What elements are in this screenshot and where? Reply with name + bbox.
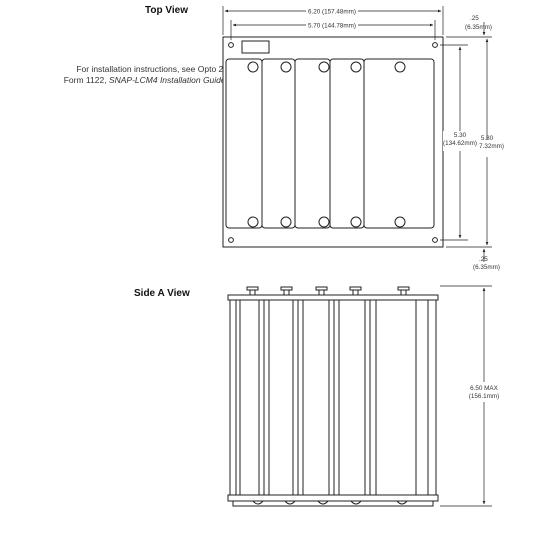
module-screw-icon bbox=[394, 216, 406, 228]
mounting-hole-icon bbox=[228, 42, 234, 48]
mounting-hole-icon bbox=[432, 237, 438, 243]
inner-height-in-label: 5.30 bbox=[454, 132, 467, 139]
mounting-hole-icon bbox=[228, 237, 234, 243]
top-offset-mm-label: (6.35mm) bbox=[465, 24, 492, 31]
module-foot-icon bbox=[284, 500, 296, 505]
module-screw-icon bbox=[247, 216, 259, 228]
module-screw-icon bbox=[247, 61, 259, 73]
module-foot-icon bbox=[350, 500, 362, 505]
module-slot bbox=[225, 58, 263, 229]
top-offset-in-label: .25 bbox=[470, 15, 479, 22]
label-area bbox=[241, 40, 270, 54]
knob-icon bbox=[349, 286, 362, 296]
knob-icon bbox=[246, 286, 259, 296]
installation-note-line2: Form 1122, SNAP-LCM4 Installation Guide. bbox=[63, 75, 228, 85]
bottom-offset-in-label: .25 bbox=[479, 256, 488, 263]
module-slot bbox=[329, 58, 365, 229]
side-view bbox=[227, 286, 439, 507]
side-view-heading: Side A View bbox=[134, 288, 190, 299]
module-foot-icon bbox=[317, 500, 329, 505]
height-in-label: 5.80 bbox=[481, 135, 494, 142]
module-slot bbox=[363, 58, 435, 229]
inner-height-mm-label: (134.62mm) bbox=[443, 140, 477, 147]
module-screw-icon bbox=[318, 61, 330, 73]
installation-note: For installation instructions, see Opto … bbox=[28, 64, 228, 86]
module-screw-icon bbox=[394, 61, 406, 73]
side-module bbox=[369, 299, 437, 496]
height-mm-label: (147.32mm) bbox=[470, 143, 504, 150]
overall-width-label: 6.20 (157.48mm) bbox=[308, 9, 356, 16]
module-screw-icon bbox=[350, 61, 362, 73]
top-view-heading: Top View bbox=[145, 5, 188, 16]
side-base-plate bbox=[227, 494, 439, 502]
max-height-mm-label: (156.1mm) bbox=[469, 393, 499, 400]
module-screw-icon bbox=[280, 216, 292, 228]
module-screw-icon bbox=[318, 216, 330, 228]
side-top-rail bbox=[227, 294, 439, 301]
module-screw-icon bbox=[350, 216, 362, 228]
knob-icon bbox=[397, 286, 410, 296]
installation-guide-title: SNAP-LCM4 Installation Guide. bbox=[108, 75, 228, 85]
module-screw-icon bbox=[280, 61, 292, 73]
hole-spacing-width-label: 5.70 (144.78mm) bbox=[308, 23, 356, 30]
module-foot-icon bbox=[396, 500, 408, 505]
installation-note-line1: For installation instructions, see Opto … bbox=[76, 64, 228, 74]
mounting-hole-icon bbox=[432, 42, 438, 48]
knob-icon bbox=[280, 286, 293, 296]
module-slot bbox=[294, 58, 331, 229]
knob-icon bbox=[315, 286, 328, 296]
module-slot bbox=[261, 58, 296, 229]
bottom-offset-mm-label: (6.35mm) bbox=[473, 264, 500, 271]
max-height-in-label: 6.50 MAX bbox=[470, 385, 498, 392]
top-view bbox=[222, 36, 444, 248]
module-foot-icon bbox=[252, 500, 264, 505]
